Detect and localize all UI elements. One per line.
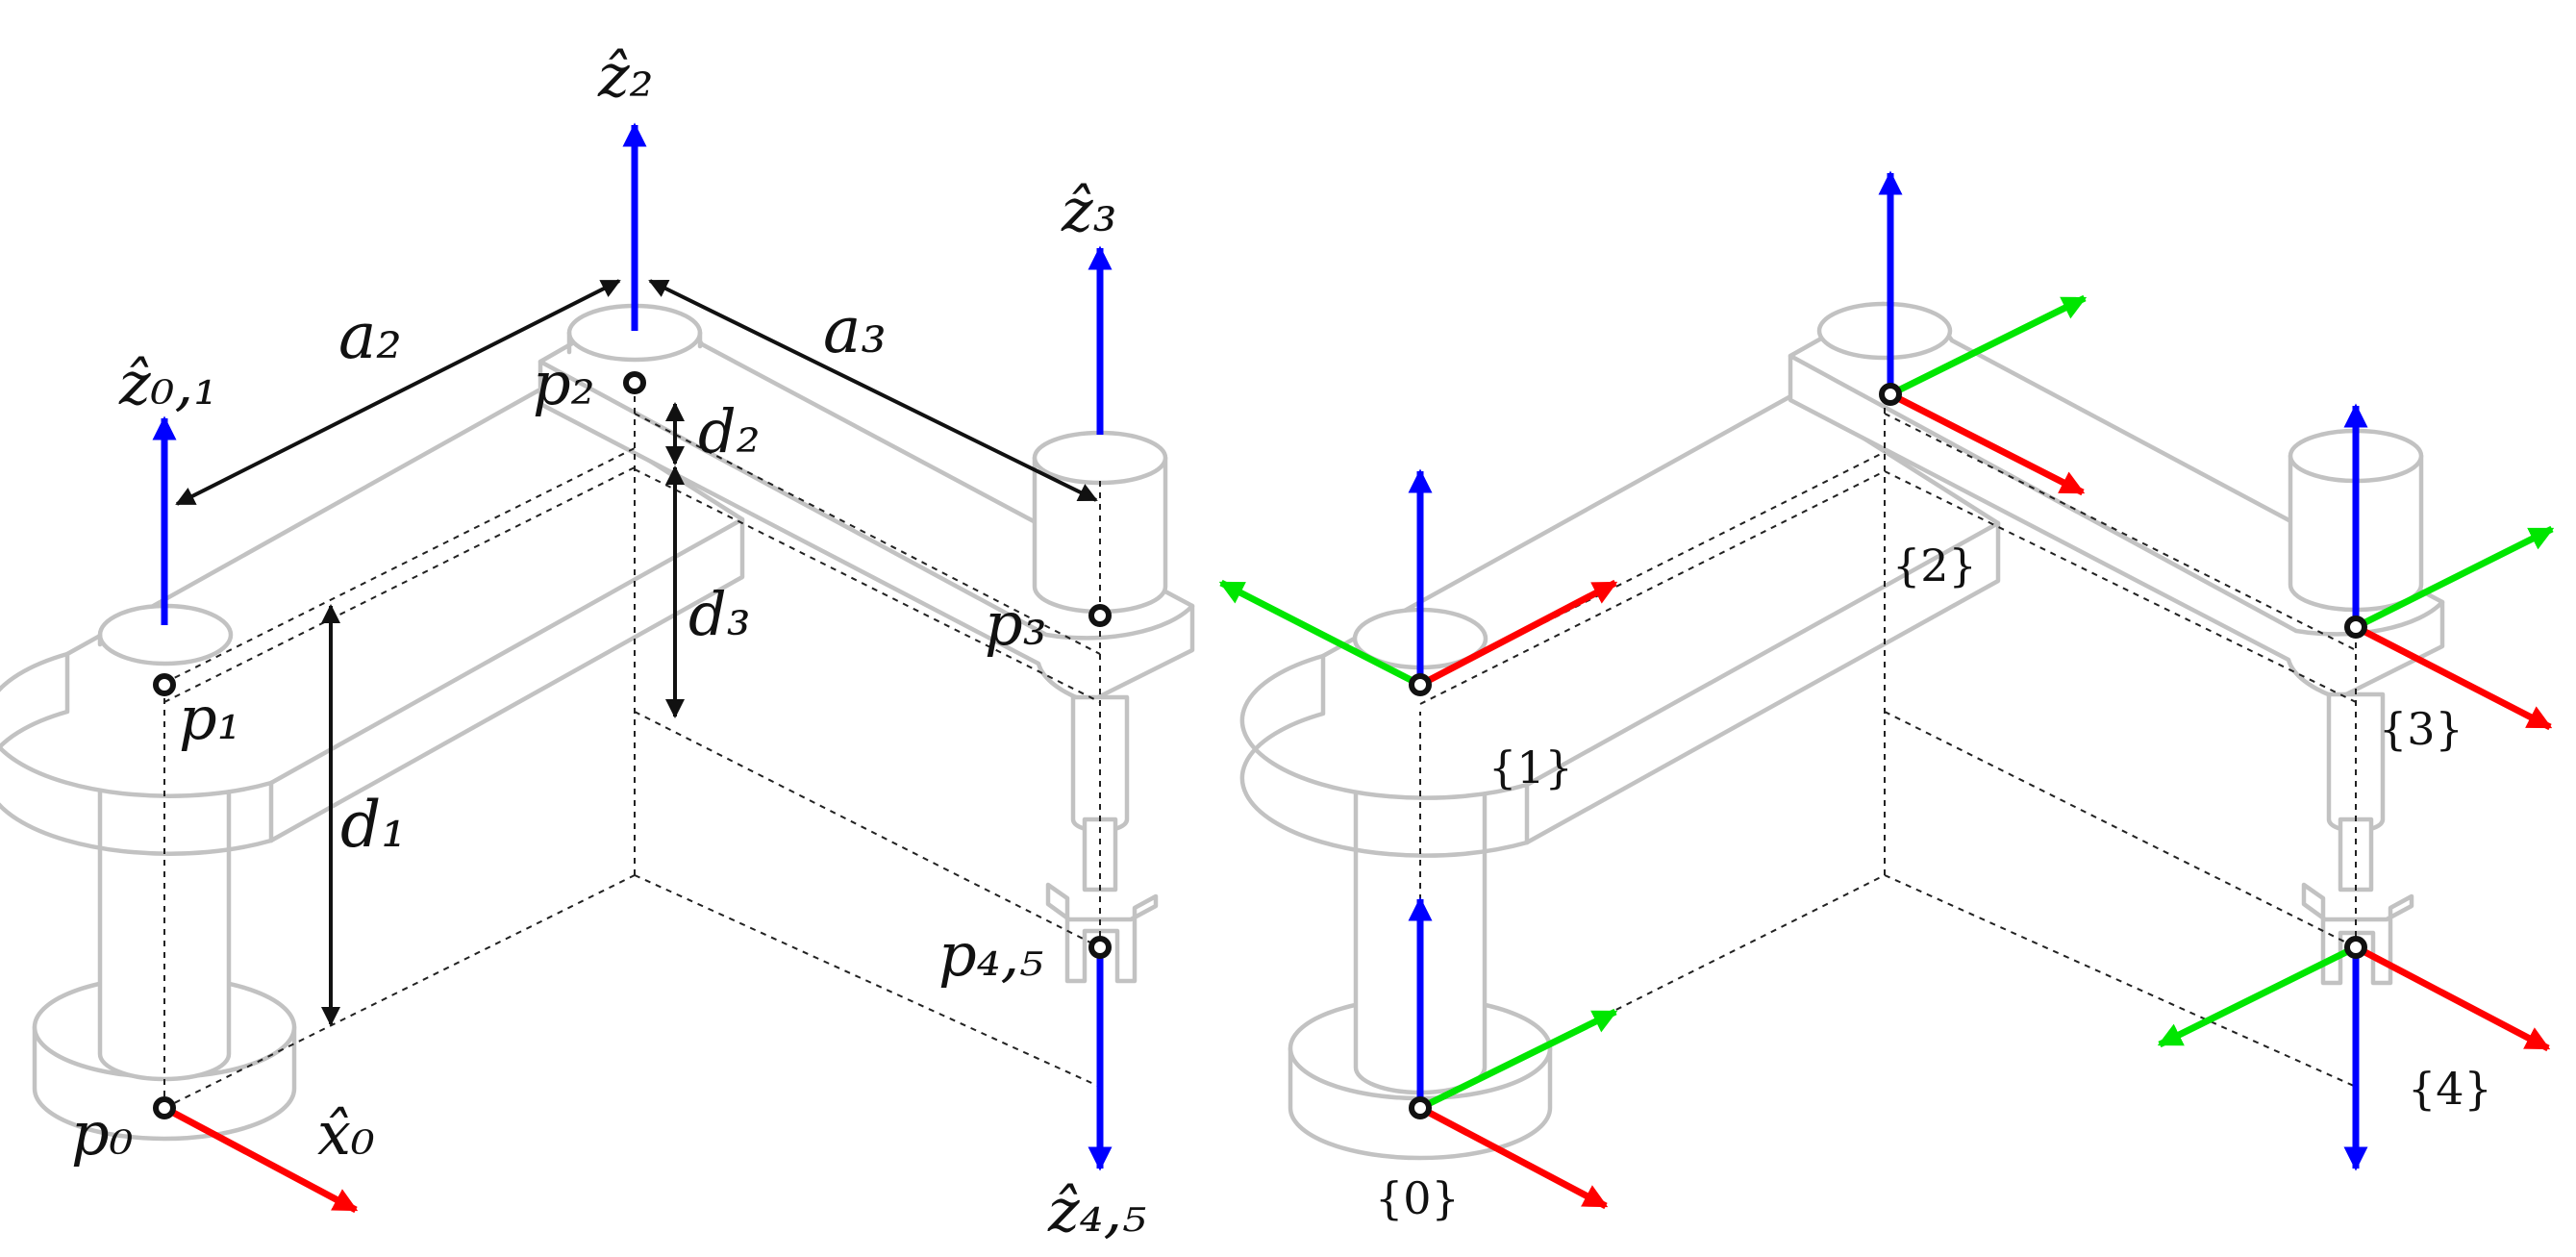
point-p45 (1088, 936, 1112, 959)
label-p1: p₁ (179, 683, 241, 753)
left-labels: ẑ₂ ẑ₃ ẑ₀,₁ ẑ₄,₅ x̂₀ a₂ a₃ d₁ d₂ d₃ p₀ p₁… (71, 40, 1146, 1245)
frame-2-axes (1878, 170, 2088, 496)
right-labels: {0} {1} {2} {3} {4} (1375, 540, 2492, 1224)
frame-0-axes (1408, 896, 1618, 1210)
label-frame-1: {1} (1488, 742, 1573, 793)
frame-1-origin (1409, 673, 1432, 696)
frame-3-axes (2343, 403, 2555, 731)
label-p0: p₀ (71, 1098, 134, 1169)
label-frame-2: {2} (1892, 540, 1977, 591)
x0-axis (163, 1104, 359, 1214)
label-z2: ẑ₂ (597, 40, 654, 111)
frame-2-origin (1879, 383, 1902, 406)
dim-a3-arrow (648, 279, 1098, 502)
left-link-1 (0, 388, 745, 856)
frame-3-origin (2344, 616, 2367, 639)
frame-0-origin (1409, 1096, 1432, 1119)
label-frame-3: {3} (2379, 703, 2463, 755)
label-a3: a₃ (823, 293, 887, 367)
label-z45: ẑ₄,₅ (1047, 1175, 1146, 1245)
frame-1-axes (1218, 468, 1618, 689)
left-points (153, 371, 1112, 1119)
left-quill (1045, 694, 1159, 984)
label-d2: d₂ (698, 396, 761, 466)
left-axes (152, 122, 1113, 1214)
point-p2 (623, 371, 646, 394)
point-p3 (1088, 604, 1112, 627)
label-z01: ẑ₀,₁ (118, 348, 217, 418)
label-d3: d₃ (688, 579, 751, 649)
label-z3: ẑ₃ (1061, 175, 1117, 245)
label-p3: p₃ (985, 589, 1047, 659)
dim-a2-arrow (175, 279, 621, 506)
label-a2: a₂ (338, 299, 402, 373)
label-frame-4: {4} (2408, 1063, 2492, 1115)
label-p2: p₂ (533, 348, 595, 418)
label-frame-0: {0} (1375, 1172, 1460, 1224)
point-p1 (153, 673, 176, 696)
point-p0 (153, 1096, 176, 1119)
frame-4-origin (2344, 936, 2367, 959)
label-x0: x̂₀ (317, 1098, 375, 1169)
frame-4-axes (2157, 943, 2551, 1171)
right-link-1 (1239, 391, 2001, 858)
label-p45: p₄,₅ (938, 919, 1043, 990)
left-robot: ẑ₂ ẑ₃ ẑ₀,₁ ẑ₄,₅ x̂₀ a₂ a₃ d₁ d₂ d₃ p₀ p₁… (0, 40, 1195, 1245)
right-robot: {0} {1} {2} {3} {4} (1218, 170, 2555, 1224)
left-dimensions (175, 279, 1098, 1026)
label-d1: d₁ (340, 788, 407, 862)
right-points (1409, 383, 2367, 1119)
right-link-2 (1788, 301, 2445, 701)
left-guides (163, 385, 1101, 1109)
